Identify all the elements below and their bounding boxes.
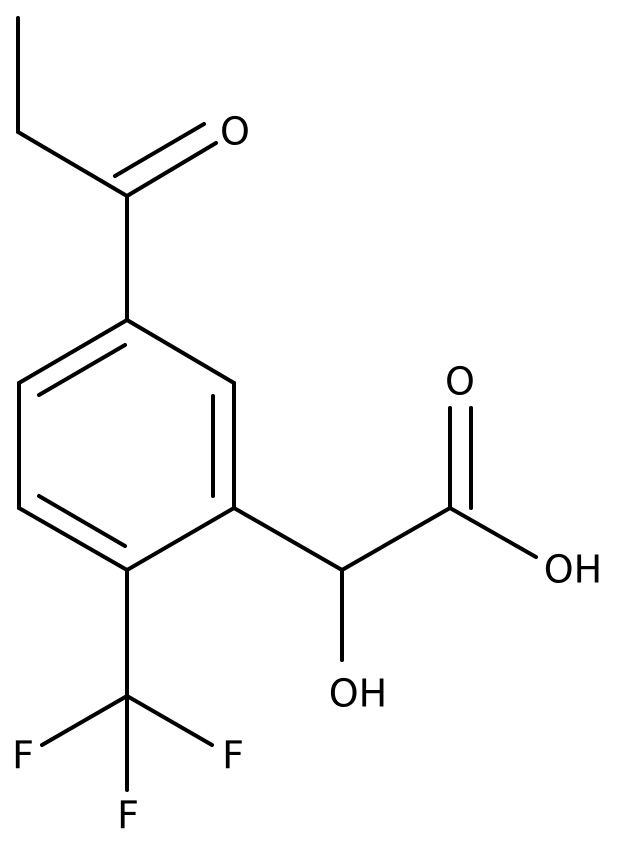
- bond-ring-c6-c1: [17, 318, 129, 385]
- bond-ketone-co-1: [125, 141, 218, 198]
- alpha-hydroxyl-label: OH: [329, 672, 387, 716]
- bond-ch2-carbonyl: [16, 130, 129, 198]
- bond-ring-c4-c5-inner: [37, 494, 127, 548]
- bond-ketone-co-2: [113, 122, 206, 178]
- bond-ring-c6-c1-inner: [37, 343, 127, 397]
- bond-ring-c4-c5: [17, 506, 129, 572]
- ketone-oxygen-label: O: [220, 110, 250, 154]
- bond-ring-c3-c4: [125, 506, 236, 572]
- bond-ring-c1-c2: [125, 318, 236, 385]
- acid-hydroxyl-label: OH: [544, 548, 602, 592]
- bond-acid-oh: [448, 506, 538, 559]
- bond-c-f-left: [40, 694, 129, 747]
- fluorine-right-label: F: [222, 734, 244, 778]
- fluorine-bottom-label: F: [117, 794, 139, 838]
- fluorine-left-label: F: [12, 734, 34, 778]
- bond-alpha-carboxyl: [340, 506, 452, 572]
- acid-carbonyl-oxygen-label: O: [445, 360, 475, 404]
- bond-ring-alpha-carbon: [232, 506, 344, 572]
- bond-c-f-right: [125, 694, 214, 747]
